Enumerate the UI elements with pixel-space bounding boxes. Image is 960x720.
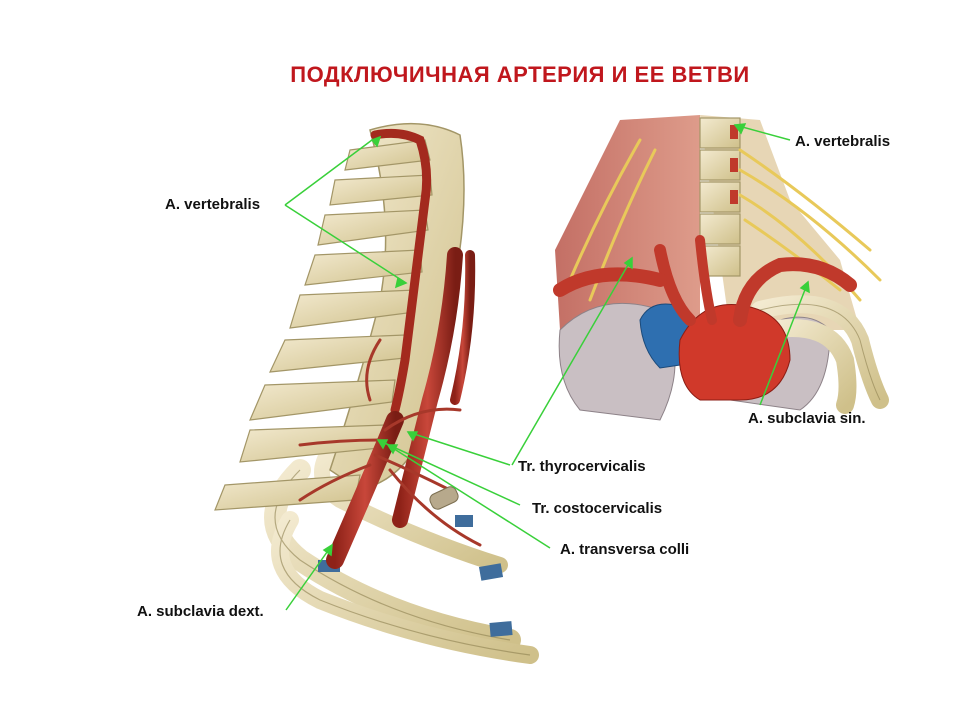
right-anatomy-figure bbox=[553, 115, 889, 421]
left-anatomy-figure bbox=[214, 122, 539, 664]
leader-lines bbox=[284, 123, 810, 611]
subclavian-artery-right bbox=[326, 411, 404, 569]
vertebral-artery-left bbox=[370, 128, 432, 415]
label-vertebralis-left: A. vertebralis bbox=[165, 196, 261, 213]
label-thyrocervicalis: Tr. thyrocervicalis bbox=[518, 458, 646, 475]
label-costocervicalis: Tr. costocervicalis bbox=[532, 500, 663, 517]
label-subclavia-sin: A. subclavia sin. bbox=[748, 410, 866, 427]
label-subclavia-dext: A. subclavia dext. bbox=[137, 603, 264, 620]
rib-cartilage-markers bbox=[318, 515, 513, 637]
label-vertebralis-right: A. vertebralis bbox=[795, 133, 891, 150]
aortic-arch bbox=[553, 235, 857, 401]
page-title: ПОДКЛЮЧИЧНАЯ АРТЕРИЯ И ЕЕ ВЕТВИ bbox=[0, 62, 960, 88]
page-title-text: ПОДКЛЮЧИЧНАЯ АРТЕРИЯ И ЕЕ ВЕТВИ bbox=[290, 62, 750, 87]
label-transversa-colli: A. transversa colli bbox=[560, 541, 690, 558]
carotid-arteries bbox=[392, 247, 476, 528]
